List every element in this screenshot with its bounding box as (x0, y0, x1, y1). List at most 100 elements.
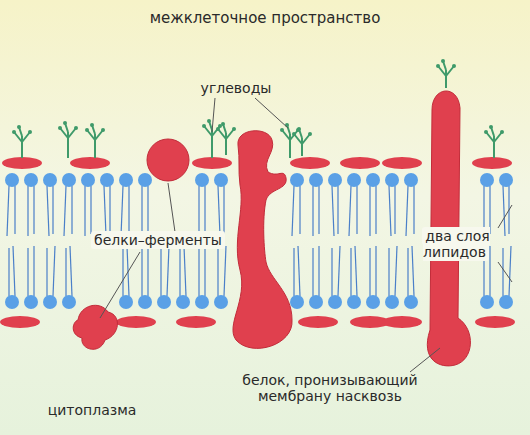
lipid-tail (141, 186, 142, 236)
sugar-unit (28, 130, 32, 134)
sugar-unit (292, 132, 296, 136)
surface-protein (70, 157, 110, 169)
lipid-tail (13, 246, 15, 296)
surface-protein (340, 157, 380, 169)
lipid-tail (312, 248, 313, 296)
lipid-head (62, 295, 76, 309)
lipid-tail (509, 246, 511, 296)
lipid-head (138, 295, 152, 309)
lipid-tail (198, 248, 199, 296)
channel-protein (233, 131, 292, 349)
lipid-head (404, 173, 418, 187)
sugar-unit (207, 119, 211, 123)
lipid-tail (8, 248, 9, 296)
part-label: белок, пронизывающий мембрану насквозь (225, 372, 435, 404)
lipid-tail (52, 186, 53, 234)
lipid-tail (489, 246, 490, 296)
surface-protein (2, 157, 42, 169)
lipid-head (119, 173, 133, 187)
label-text: межклеточное пространство (150, 9, 381, 27)
lipid-tail (406, 186, 408, 236)
surface-protein (176, 316, 216, 328)
sugar-unit (17, 125, 21, 129)
lipid-head (214, 295, 228, 309)
lipid-tail (47, 186, 49, 236)
sugar-unit (12, 130, 16, 134)
lipid-head (24, 295, 38, 309)
sugar-unit (85, 128, 89, 132)
lipid-head (480, 295, 494, 309)
lipid-head (290, 295, 304, 309)
lipid-head (385, 295, 399, 309)
lipid-head (366, 295, 380, 309)
carbohydrate-chain (60, 123, 76, 158)
lipid-tail (389, 186, 391, 236)
lipid-tail (503, 186, 505, 236)
lipid-tail (349, 186, 351, 236)
lipid-head (157, 295, 171, 309)
sugar-unit (441, 59, 445, 63)
enzyme-protein (73, 305, 117, 349)
label-text: белок, пронизывающий мембрану насквозь (242, 372, 417, 404)
surface-protein (472, 157, 512, 169)
lipid-tail (356, 186, 357, 234)
lipid-tail (292, 186, 294, 236)
part-label: два слоя липидов (414, 228, 498, 260)
part-label: белки–ферменты (83, 232, 233, 248)
carbohydrate-chain (282, 125, 298, 158)
lipid-head (347, 295, 361, 309)
lipid-tail (293, 248, 294, 296)
lipid-head (480, 173, 494, 187)
lipid-tail (147, 246, 148, 296)
lipid-tail (369, 186, 370, 236)
carbohydrate-chain (438, 61, 454, 88)
carbohydrate-chain (486, 127, 502, 158)
region-label: цитоплазма (22, 402, 162, 418)
lipid-head (309, 295, 323, 309)
surface-protein (290, 157, 330, 169)
lipid-tail (331, 248, 332, 296)
lipid-tail (33, 186, 34, 234)
lipid-head (138, 173, 152, 187)
lipid-head (328, 173, 342, 187)
lipid-tail (223, 186, 224, 234)
sugar-unit (500, 130, 504, 134)
sugar-unit (101, 128, 105, 132)
lipid-tail (502, 248, 503, 296)
lipid-tail (394, 186, 395, 234)
lipid-tail (14, 186, 15, 234)
lipid-head (176, 295, 190, 309)
sugar-unit (232, 127, 236, 131)
lipid-tail (46, 248, 47, 296)
lipid-tail (204, 246, 205, 296)
carbohydrate-chain (14, 127, 30, 158)
lipid-tail (224, 246, 226, 296)
lipid-head (347, 173, 361, 187)
sugar-unit (436, 64, 440, 68)
sugar-unit (202, 124, 206, 128)
lipid-tail (7, 186, 9, 236)
surface-protein (382, 157, 422, 169)
surface-protein (0, 316, 40, 328)
lipid-tail (338, 246, 340, 296)
label-text: два слоя липидов (422, 227, 490, 261)
lipid-tail (318, 186, 319, 234)
lipid-head (119, 295, 133, 309)
label-text: углеводы (201, 80, 272, 96)
sugar-unit (63, 121, 67, 125)
lipid-tail (104, 186, 106, 236)
lipid-tail (375, 246, 376, 296)
lipid-head (290, 173, 304, 187)
lipid-head (43, 295, 57, 309)
lipid-head (5, 295, 19, 309)
lipid-head (214, 173, 228, 187)
lipid-tail (204, 186, 205, 234)
sugar-unit (74, 126, 78, 130)
lipid-head (309, 173, 323, 187)
lipid-head (43, 173, 57, 187)
sugar-unit (221, 122, 225, 126)
lipid-tail (369, 248, 370, 296)
lipid-tail (122, 248, 123, 296)
